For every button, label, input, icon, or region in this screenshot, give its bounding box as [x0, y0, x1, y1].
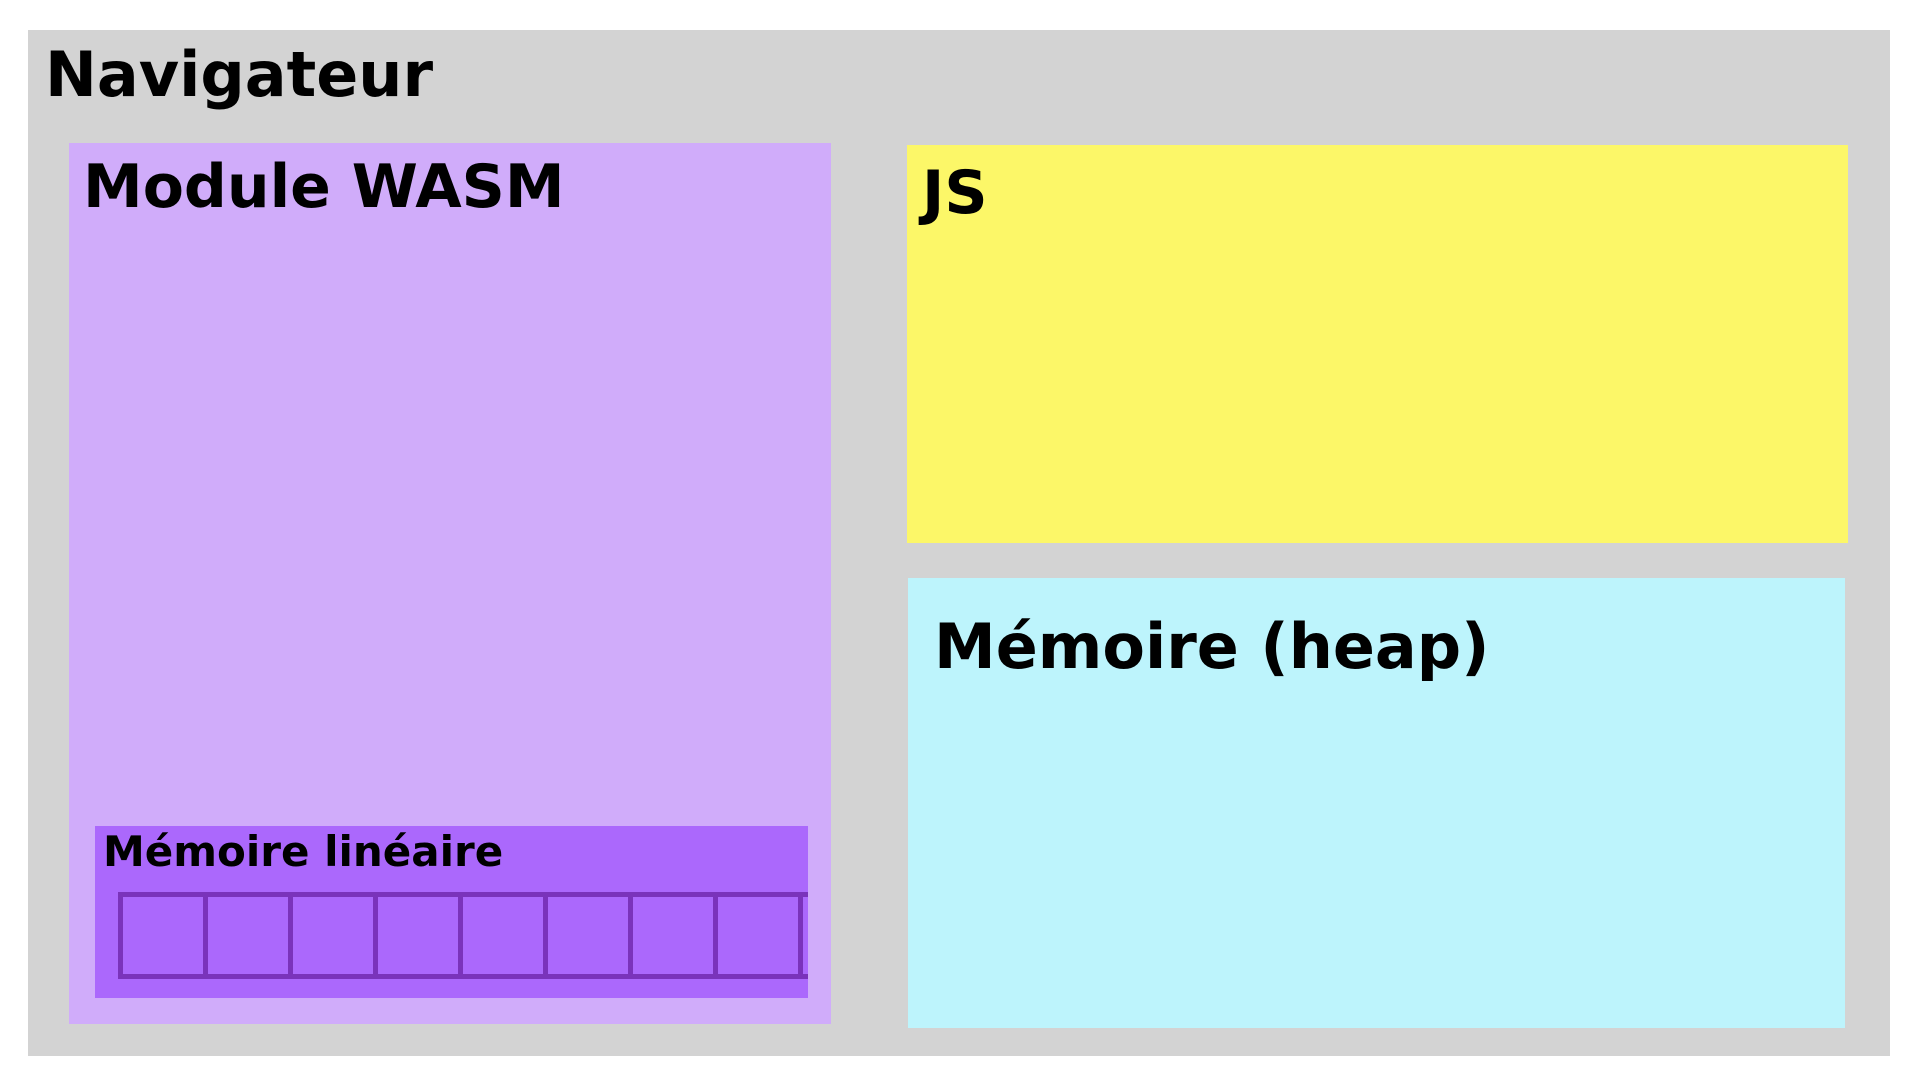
browser-label: Navigateur: [45, 38, 434, 111]
memory-cell: [373, 892, 463, 979]
heap-label: Mémoire (heap): [934, 610, 1490, 683]
wasm-module-label: Module WASM: [83, 152, 565, 222]
memory-cells-row: [118, 892, 808, 979]
memory-cell: [543, 892, 633, 979]
js-label: JS: [922, 158, 988, 228]
memory-cell: [798, 892, 808, 979]
memory-cell: [288, 892, 378, 979]
linear-memory-box: Mémoire linéaire: [95, 826, 808, 998]
linear-memory-label: Mémoire linéaire: [103, 827, 504, 876]
js-box: JS: [907, 145, 1848, 543]
memory-cell: [628, 892, 718, 979]
memory-cell: [203, 892, 293, 979]
heap-box: Mémoire (heap): [908, 578, 1845, 1028]
wasm-module-box: Module WASM Mémoire linéaire: [69, 143, 831, 1024]
memory-cell: [118, 892, 208, 979]
memory-cell: [713, 892, 803, 979]
browser-box: Navigateur Module WASM Mémoire linéaire …: [28, 30, 1890, 1056]
memory-cell: [458, 892, 548, 979]
